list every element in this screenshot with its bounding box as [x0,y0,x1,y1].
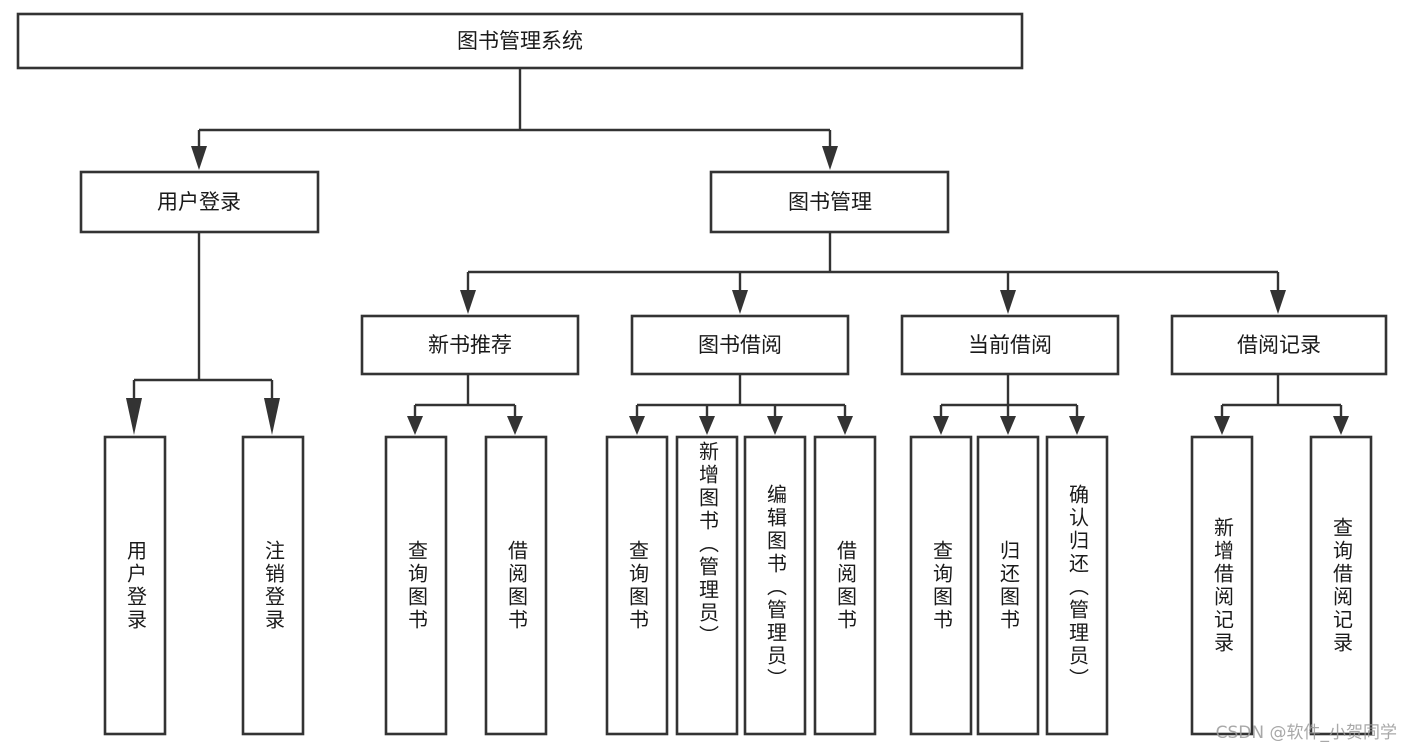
node-borrow-record[interactable]: 借阅记录 [1170,314,1388,376]
connector-root-to-level2 [191,68,838,170]
leaf-box-user-login-0[interactable] [103,435,167,736]
leaf-box-bookborrow-3[interactable] [813,435,877,736]
leaf-box-user-login-1[interactable] [241,435,305,736]
node-user-login[interactable]: 用户登录 [79,170,320,234]
leaf-box-bookborrow-0[interactable] [605,435,669,736]
connector-bookborrow-to-leaves [629,374,853,435]
node-borrow-record-label: 借阅记录 [1237,333,1321,357]
connector-currentborrow-to-leaves [933,374,1085,435]
node-new-book-recommend[interactable]: 新书推荐 [360,314,580,376]
watermark-text: CSDN @软件_小贺同学 [1215,723,1397,743]
leaf-box-bookborrow-2[interactable] [743,435,807,736]
leaf-box-newbook-1[interactable] [484,435,548,736]
node-root[interactable]: 图书管理系统 [16,12,1024,70]
connector-newbook-to-leaves [407,374,523,435]
connector-borrowrecord-to-leaves [1214,374,1349,435]
leaf-box-borrowrecord-0[interactable] [1190,435,1254,736]
node-current-borrow-label: 当前借阅 [968,333,1052,357]
leaf-box-currentborrow-2[interactable] [1045,435,1109,736]
leaf-box-currentborrow-0[interactable] [909,435,973,736]
node-book-management-label: 图书管理 [788,190,872,214]
connector-userlogin-to-leaves [126,232,280,435]
node-user-login-label: 用户登录 [157,190,241,214]
node-root-label: 图书管理系统 [457,29,583,53]
leaf-box-borrowrecord-1[interactable] [1309,435,1373,736]
leaf-box-currentborrow-1[interactable] [976,435,1040,736]
connector-bookmgmt-to-level3 [460,232,1286,314]
node-current-borrow[interactable]: 当前借阅 [900,314,1120,376]
node-new-book-recommend-label: 新书推荐 [428,333,512,357]
node-book-borrow[interactable]: 图书借阅 [630,314,850,376]
node-book-borrow-label: 图书借阅 [698,333,782,357]
node-book-management[interactable]: 图书管理 [709,170,950,234]
leaf-box-bookborrow-1[interactable] [675,435,739,736]
leaf-box-newbook-0[interactable] [384,435,448,736]
